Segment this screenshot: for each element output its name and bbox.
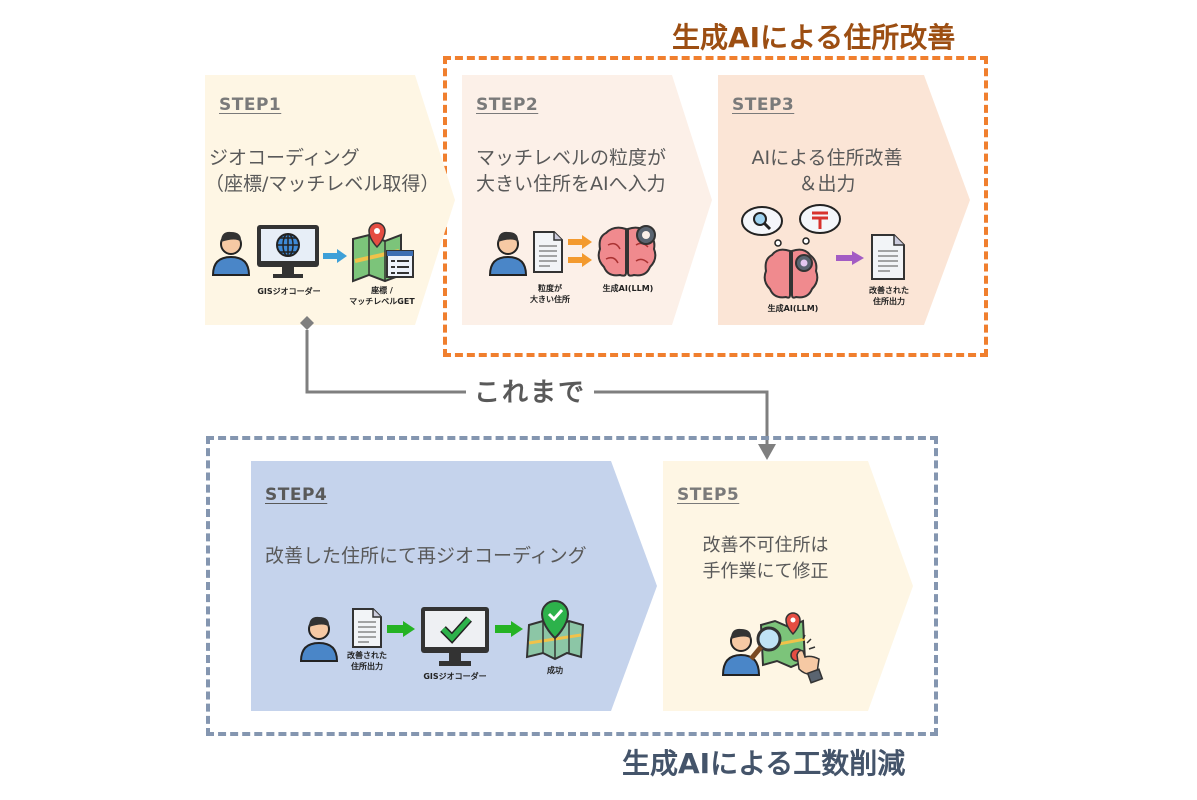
improved-address-caption: 改善された 住所出力 [337,650,397,672]
improved-address-caption-line1: 改善された [869,286,909,295]
step2-card: STEP2 マッチレベルの粒度が 大きい住所をAIへ入力 粒度が 大きい住所 生… [462,75,712,325]
llm-caption: 生成AI(LLM) [602,284,654,293]
step2-title-line2: 大きい住所をAIへ入力 [476,173,666,195]
double-arrow-icon [568,235,592,267]
improved-address-caption-line2: 住所出力 [873,297,905,306]
step1-title-line1: ジオコーディング [209,147,360,169]
step5-card: STEP5 改善不可住所は 手作業にて修正 [663,461,913,711]
ai-improvement-heading: 生成AIによる住所改善 [672,21,956,54]
effort-reduction-group [206,436,938,736]
step4-card: STEP4 改善した住所にて再ジオコーディング 改善された 住所出力 GISジオ… [251,461,657,711]
document-icon [533,231,563,273]
arrow-right-icon [387,621,415,637]
improved-address-caption-line1: 改善された [347,651,387,660]
improved-address-caption-line2: 住所出力 [351,662,383,671]
step1-card: STEP1 ジオコーディング （座標/マッチレベル取得） GISジオコーダー 座… [205,75,455,325]
success-caption: 成功 [547,666,563,675]
step4-label: STEP4 [265,485,328,505]
result-caption-line1: 座標 / [371,286,393,295]
computer-check-icon [421,607,489,666]
connector-label: これまで [466,372,595,409]
step4-title: 改善した住所にて再ジオコーディング [265,545,587,567]
manual-fix-icon [721,612,824,684]
arrow-right-icon [323,249,347,263]
step5-label: STEP5 [677,485,740,505]
step2-label: STEP2 [476,95,539,115]
llm-caption: 生成AI(LLM) [767,304,819,313]
improved-address-caption: 改善された 住所出力 [854,285,924,307]
step5-chevron-shape [663,461,913,711]
step5-title-line1: 改善不可住所は [702,535,829,556]
step3-card: STEP3 AIによる住所改善 ＆出力 生成AI(LLM) 改善された 住所出力 [718,75,970,325]
coarse-address-caption-line2: 大きい住所 [530,295,570,304]
step2-title: マッチレベルの粒度が 大きい住所をAIへ入力 [476,145,666,197]
step5-title: 改善不可住所は 手作業にて修正 [663,533,868,585]
document-icon [352,608,382,648]
step5-title-line2: 手作業にて修正 [702,561,829,582]
arrow-right-icon [495,621,523,637]
effort-reduction-heading: 生成AIによる工数削減 [622,747,906,780]
step1-title-line2: （座標/マッチレベル取得） [205,173,440,195]
step2-title-line1: マッチレベルの粒度が [476,147,667,169]
step1-title: ジオコーディング （座標/マッチレベル取得） [205,145,439,197]
person-icon [488,231,528,276]
result-caption: 座標 / マッチレベルGET [337,285,427,307]
step3-label: STEP3 [732,95,795,115]
geocoder-caption: GISジオコーダー [257,287,321,296]
step3-title-line2: ＆出力 [798,173,856,195]
step3-title-line1: AIによる住所改善 [751,147,903,169]
computer-globe-icon [257,225,319,278]
step3-title: AIによる住所改善 ＆出力 [732,145,922,197]
geocoder-caption: GISジオコーダー [423,672,487,681]
coarse-address-caption: 粒度が 大きい住所 [520,283,580,305]
step1-label: STEP1 [219,95,282,115]
document-icon [871,234,905,280]
map-success-pin-icon [525,599,585,661]
map-pin-icon [352,222,414,283]
coarse-address-caption-line1: 粒度が [538,284,562,293]
person-icon [299,616,339,662]
thinking-brain-icon [741,204,841,299]
result-caption-line2: マッチレベルGET [349,297,415,306]
arrow-right-icon [836,251,864,265]
brain-gear-icon [597,225,657,277]
person-icon [211,231,251,276]
